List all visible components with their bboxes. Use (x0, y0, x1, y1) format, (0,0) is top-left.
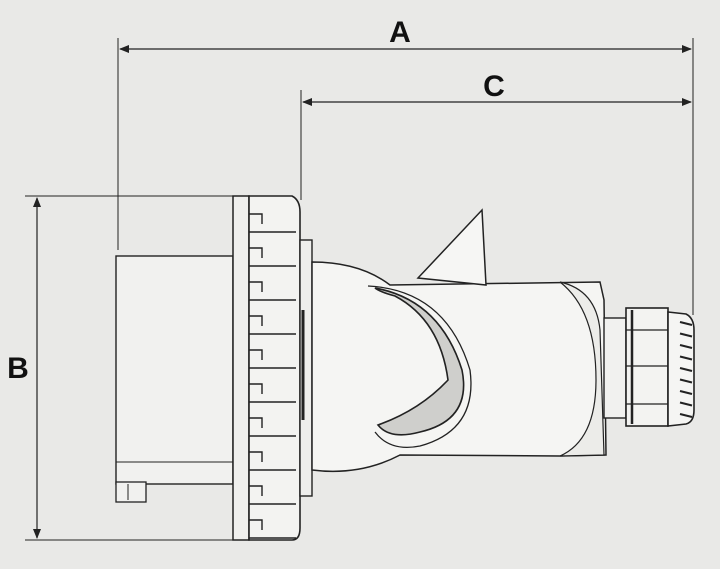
dimension-b: B (7, 195, 250, 541)
ring-rib-10 (249, 519, 296, 539)
ring-rib-4 (249, 315, 296, 335)
locking-ring-ribs (249, 213, 296, 539)
cap-knurl-3 (679, 344, 693, 349)
cap-knurl-9 (679, 413, 693, 418)
dimension-a-label: A (389, 16, 411, 49)
wave-groove-outer-edge (367, 285, 472, 449)
cable-gland-nut (625, 307, 669, 427)
ring-rib-3 (249, 281, 296, 301)
plug-body (115, 195, 695, 541)
grip-fin (416, 208, 487, 286)
dimension-a: A (117, 16, 694, 315)
cap-knurl-2 (679, 332, 693, 338)
dimension-c: C (300, 70, 692, 200)
pin-stub (115, 481, 147, 503)
cap-knurl-1 (679, 321, 693, 326)
ring-rib-7 (249, 417, 296, 437)
cap-knurl-7 (679, 390, 693, 395)
ring-rib-6 (249, 383, 296, 403)
collar-plate (232, 195, 250, 541)
wave-groove (374, 287, 465, 436)
ring-rib-9 (249, 485, 296, 505)
dimension-b-label: B (7, 352, 29, 385)
ring-rib-8 (249, 451, 296, 471)
ring-rib-2 (249, 247, 296, 267)
pin-housing (115, 255, 234, 485)
cap-knurl-4 (679, 355, 693, 361)
cap-knurl-5 (679, 367, 693, 372)
rear-bell (559, 281, 605, 457)
locking-ring (248, 195, 301, 541)
knurled-cap (667, 311, 695, 427)
cap-knurl-8 (679, 401, 693, 407)
ring-rib-1 (249, 213, 296, 233)
dimension-c-label: C (483, 70, 505, 103)
knurled-cap-ridges (679, 321, 693, 418)
ring-rib-5 (249, 349, 296, 369)
gland-neck (603, 317, 627, 419)
cap-knurl-6 (679, 378, 693, 384)
